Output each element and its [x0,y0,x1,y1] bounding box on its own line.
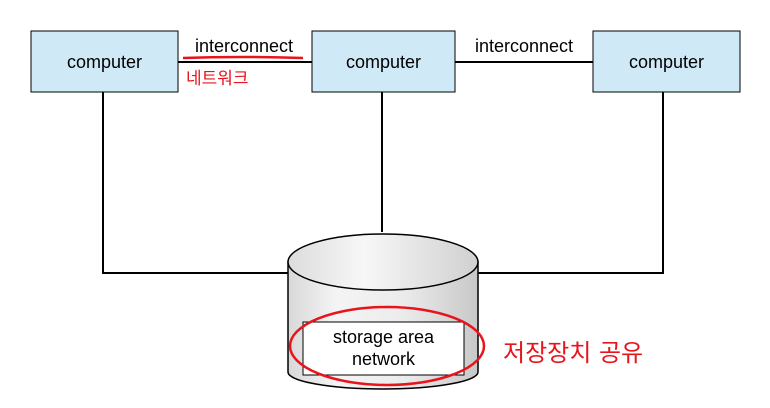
interconnect-label-2: interconnect [475,36,573,56]
link-left-computer-to-storage [102,92,290,274]
computer-label: computer [67,52,142,72]
annotation-circle [288,305,486,387]
computer-node-3: computer [592,30,741,93]
interconnect-label-1: interconnect [195,36,293,56]
annotation-storage-note: 저장장치 공유 [503,339,643,367]
storage-label-box [302,321,465,376]
storage-cylinder: storage area network [287,233,479,390]
annotation-underline [182,55,304,60]
storage-label-line2: network [352,349,416,369]
computer-label: computer [629,52,704,72]
computer-label: computer [346,52,421,72]
computer-node-2: computer [311,30,456,93]
computer-node-1: computer [30,30,179,93]
storage-label-line1: storage area [333,327,435,347]
annotation-network-note: 네트워크 [186,69,249,89]
storage-links [102,92,664,274]
link-right-computer-to-storage [476,92,664,274]
